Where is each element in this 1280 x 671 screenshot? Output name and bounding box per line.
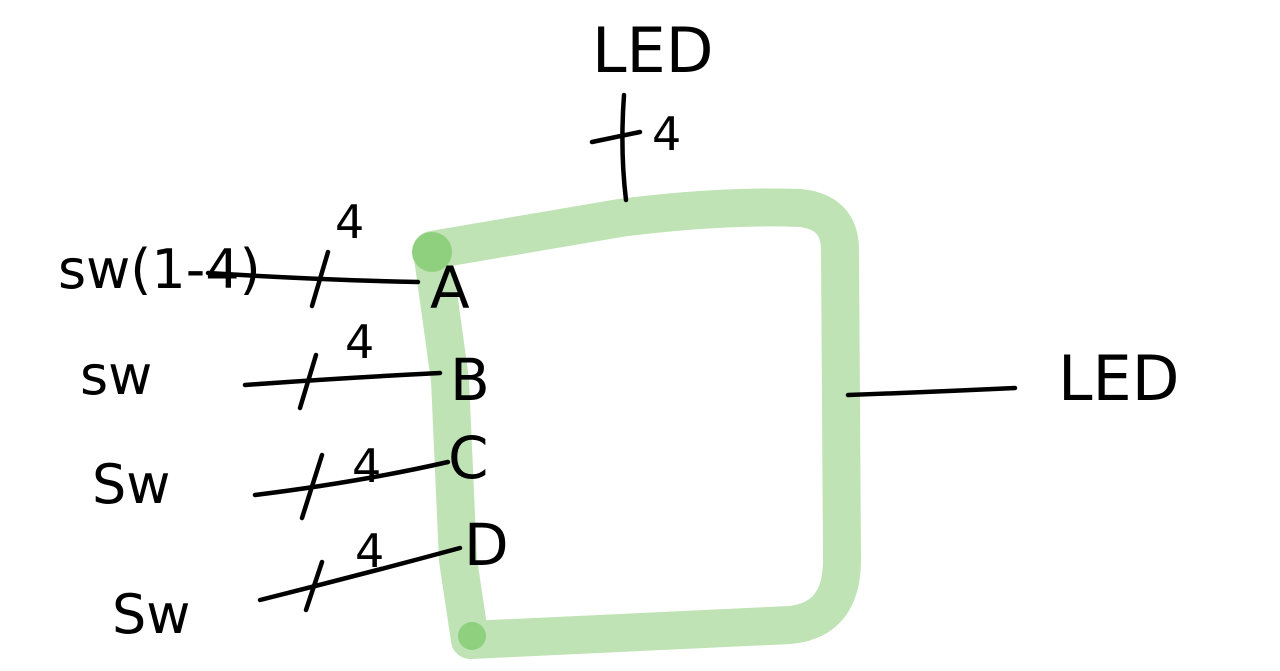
input-port-d: D: [464, 511, 509, 579]
input-wire-b: [242, 370, 443, 388]
input-port-a: A: [430, 254, 470, 322]
input-width-a: 4: [335, 195, 364, 249]
block-corner-dot: [458, 622, 486, 650]
top-output-width: 4: [652, 107, 681, 161]
input-source-d: Sw: [112, 583, 190, 646]
input-bus-slash-c: [299, 452, 325, 521]
right-output-wire: [845, 385, 1018, 398]
input-port-c: C: [448, 424, 489, 492]
input-port-b: B: [450, 346, 490, 414]
input-bus-slash-a: [309, 249, 331, 309]
top-output-wire: [620, 92, 629, 203]
block-corner-dot: [412, 232, 452, 272]
input-source-b: sw: [80, 344, 152, 407]
input-wire-d: [257, 545, 463, 603]
input-width-c: 4: [352, 439, 381, 493]
input-source-c: Sw: [92, 453, 170, 516]
top-output-label: LED: [592, 14, 713, 87]
input-bus-slash-b: [297, 352, 319, 411]
input-source-a: sw(1-4): [58, 238, 261, 301]
block-outline: [413, 188, 861, 659]
input-bus-slash-d: [303, 559, 325, 613]
input-width-b: 4: [345, 315, 374, 369]
input-width-d: 4: [355, 524, 384, 578]
input-wire-a: [205, 270, 421, 285]
input-wire-c: [252, 459, 451, 498]
right-output-label: LED: [1058, 342, 1179, 415]
top-output-bus-slash: [589, 129, 643, 145]
